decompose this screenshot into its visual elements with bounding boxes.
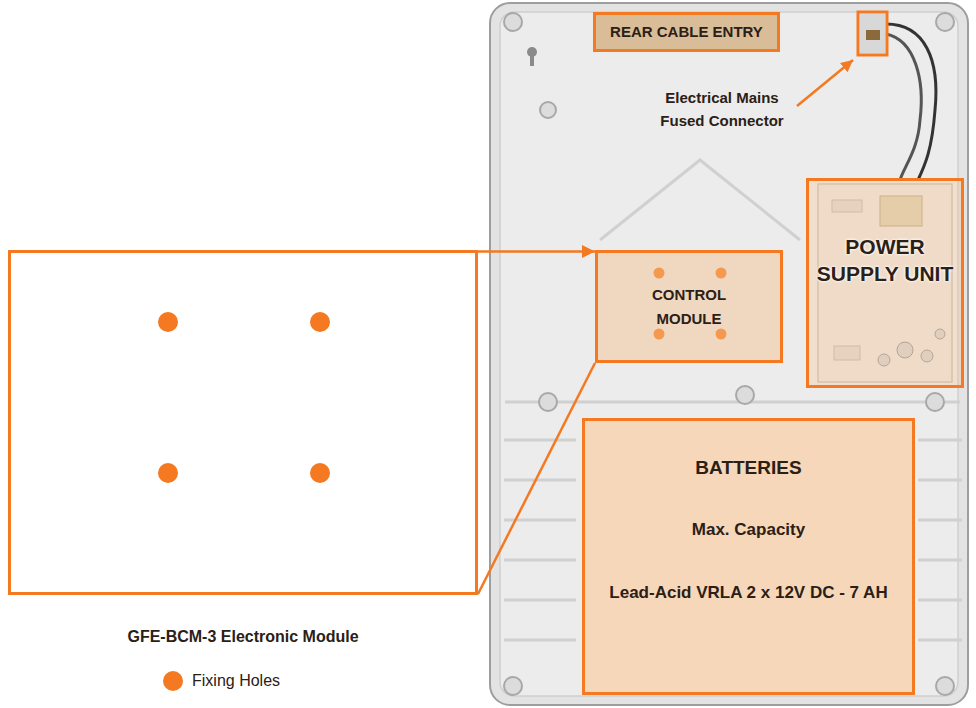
screw-boss [539, 393, 557, 411]
screw-boss [936, 677, 954, 695]
screw-boss [736, 386, 754, 404]
fixing-hole [310, 312, 330, 332]
control-module-box: CONTROL MODULE [595, 250, 783, 363]
power-supply-box: POWER SUPPLY UNIT [806, 178, 964, 388]
callout-label: Electrical Mains Fused Connector [642, 86, 802, 133]
fixing-hole [310, 463, 330, 483]
rib [505, 401, 960, 404]
cable-entry-box: REAR CABLE ENTRY [593, 12, 780, 52]
connector-highlight [858, 12, 887, 55]
legend-text: Fixing Holes [192, 672, 280, 690]
enclosure-housing [490, 3, 968, 705]
fixing-hole [158, 463, 178, 483]
module-detail-box: GFE-BCM-3 Electronic Module [8, 250, 478, 595]
legend-item: Fixing Holes [163, 671, 280, 691]
legend: Fixing Holes [163, 671, 280, 691]
screw-boss [936, 13, 954, 31]
leader-arrow [797, 60, 853, 106]
keyhole [527, 47, 537, 66]
box-text: Lead-Acid VRLA 2 x 12V DC - 7 AH [609, 578, 887, 609]
mains-connector [858, 12, 936, 180]
screw-boss [540, 102, 556, 118]
zoom-line [478, 363, 595, 594]
zoom-connector [478, 250, 595, 253]
slot-ribs [918, 440, 962, 640]
wire [886, 24, 936, 180]
box-text: BATTERIES [695, 457, 801, 480]
box-text: Max. Capacity [692, 520, 805, 540]
screw-boss [504, 677, 522, 695]
legend-swatch [163, 671, 183, 691]
fuse [866, 30, 880, 40]
screw-boss [926, 393, 944, 411]
box-text: POWER SUPPLY UNIT [809, 233, 961, 288]
keyhole-slot [530, 52, 534, 66]
rib [600, 160, 800, 240]
terminal-block [860, 14, 885, 53]
fixing-hole [158, 312, 178, 332]
wire [886, 34, 921, 180]
box-text: CONTROL MODULE [629, 283, 749, 330]
battery-box: BATTERIES Max. CapacityLead-Acid VRLA 2 x… [582, 418, 915, 695]
box-text: REAR CABLE ENTRY [610, 23, 763, 41]
module-caption: GFE-BCM-3 Electronic Module [127, 627, 358, 646]
screw-boss [504, 13, 522, 31]
